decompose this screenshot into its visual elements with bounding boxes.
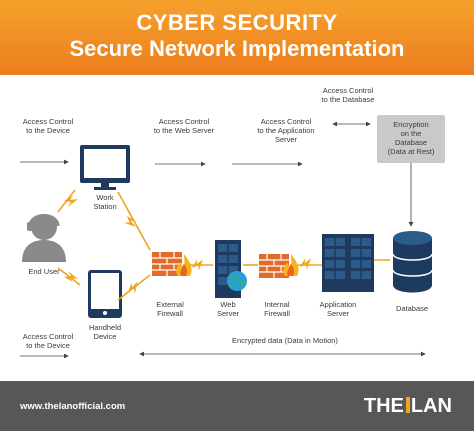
server-rack-icon	[321, 233, 375, 293]
label-encrypted-data: Encrypted data (Data in Motion)	[232, 336, 338, 345]
user-silhouette-icon	[22, 214, 66, 262]
database-cylinder-icon	[392, 231, 433, 293]
logo-divider-icon	[405, 397, 410, 413]
monitor-icon	[80, 145, 130, 190]
label-database: Database	[395, 304, 429, 313]
logo-text-lan: LAN	[410, 395, 452, 417]
label-end-user: End User	[28, 267, 60, 276]
encryption-box	[377, 115, 445, 163]
header-banner: CYBER SECURITY Secure Network Implementa…	[0, 0, 474, 75]
firewall-icon	[151, 251, 192, 277]
website-url: www.thelanofficial.com	[20, 401, 126, 412]
brand-logo: THE LAN	[364, 395, 452, 417]
title: CYBER SECURITY	[136, 10, 338, 35]
subtitle: Secure Network Implementation	[69, 36, 405, 61]
firewall-icon	[258, 253, 299, 279]
tablet-icon	[88, 270, 122, 318]
logo-text-the: THE	[363, 395, 404, 417]
footer-bar: www.thelanofficial.com THE LAN	[0, 381, 474, 431]
globe-icon	[227, 271, 247, 291]
